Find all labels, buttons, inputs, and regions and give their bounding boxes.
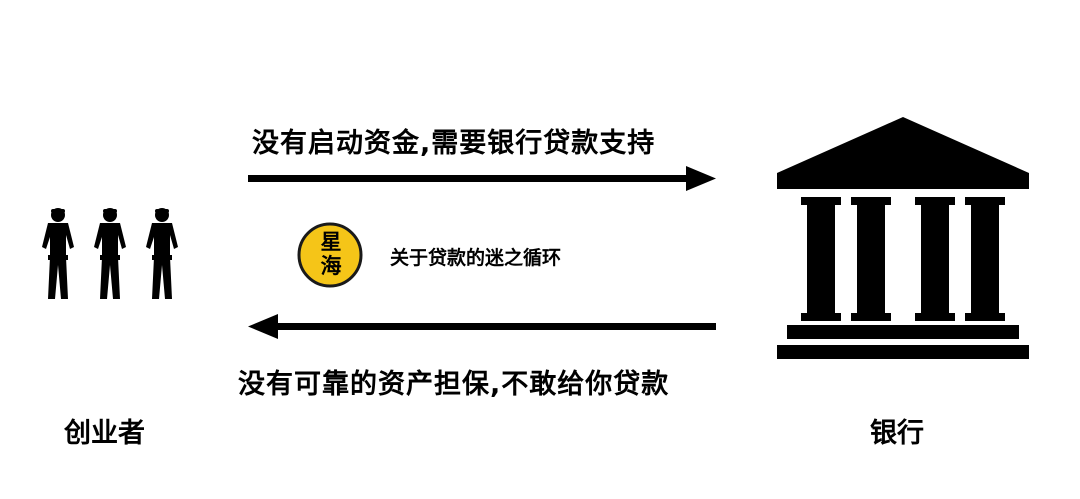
entrepreneur-label: 创业者 bbox=[64, 418, 145, 449]
bank-label: 银行 bbox=[870, 418, 924, 449]
bank-building-icon bbox=[777, 117, 1029, 359]
logo-title: 关于贷款的迷之循环 bbox=[390, 247, 562, 269]
bottom-caption: 没有可靠的资产担保,不敢给你贷款 bbox=[238, 369, 670, 400]
top-caption: 没有启动资金,需要银行贷款支持 bbox=[252, 128, 656, 159]
arrow-right-icon bbox=[248, 166, 716, 191]
workers-silhouette-icon bbox=[42, 208, 178, 299]
logo-badge-text: 星海 bbox=[320, 230, 342, 278]
logo-badge-icon bbox=[297, 222, 363, 288]
arrow-left-icon bbox=[248, 314, 716, 339]
